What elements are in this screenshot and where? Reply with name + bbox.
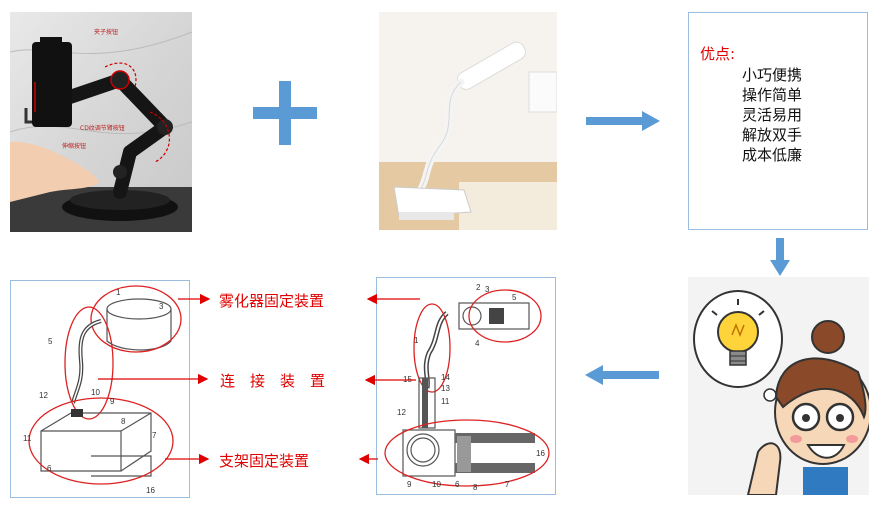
callout-clip-button: 夹子按钮 <box>94 28 118 36</box>
part-number: 5 <box>512 293 517 302</box>
arrow-left-icon <box>585 365 659 385</box>
advantage-item: 操作简单 <box>742 86 803 104</box>
callout-telescopic-button: 伸缩按钮 <box>62 142 86 150</box>
part-number: 6 <box>47 464 52 473</box>
part-number: 9 <box>407 480 412 489</box>
part-number: 3 <box>485 285 490 294</box>
part-number: 3 <box>159 302 164 311</box>
advantage-item: 解放双手 <box>742 126 803 144</box>
part-number: 2 <box>476 283 481 292</box>
part-number: 10 <box>91 388 100 397</box>
part-number: 11 <box>23 434 32 443</box>
part-number: 10 <box>432 480 441 489</box>
callout-arm-button: CD纹调节臂按钮 <box>80 124 125 132</box>
idea-cartoon <box>688 277 869 495</box>
part-number: 1 <box>116 288 121 297</box>
part-number: 9 <box>110 397 115 406</box>
part-number: 11 <box>441 397 450 406</box>
part-number: 6 <box>455 480 460 489</box>
advantages-box: 优点: 小巧便携 操作简单 灵活易用 解放双手 成本低廉 <box>688 12 868 230</box>
part-number: 5 <box>48 337 53 346</box>
advantage-item: 灵活易用 <box>742 106 803 124</box>
advantage-item: 成本低廉 <box>742 146 803 164</box>
part-number: 16 <box>536 449 545 458</box>
patent-drawing-side: 2 3 5 1 4 15 14 13 11 12 16 9 10 6 8 7 <box>376 277 556 495</box>
arrow-down-icon <box>770 238 790 276</box>
part-number: 1 <box>414 336 419 345</box>
label-connector: 连 接 装 置 <box>220 372 326 390</box>
plus-icon <box>253 81 317 145</box>
part-number: 7 <box>505 480 510 489</box>
advantages-title: 优点: <box>700 45 736 63</box>
part-number: 4 <box>475 339 480 348</box>
part-number: 8 <box>473 483 478 492</box>
desk-lamp-photo <box>379 12 557 230</box>
part-number: 14 <box>441 373 450 382</box>
patent-drawing-perspective: 1 3 5 12 10 9 8 11 6 7 16 <box>10 280 190 498</box>
part-number: 13 <box>441 384 450 393</box>
part-number: 16 <box>146 486 155 495</box>
part-number: 15 <box>403 375 412 384</box>
part-number: 12 <box>39 391 48 400</box>
part-number: 12 <box>397 408 406 417</box>
label-bracket-mount: 支架固定装置 <box>219 452 310 470</box>
advantages-list: 小巧便携 操作简单 灵活易用 解放双手 成本低廉 <box>742 65 802 165</box>
label-atomizer-mount: 雾化器固定装置 <box>219 292 325 310</box>
arrow-right-icon <box>586 111 660 131</box>
advantage-item: 小巧便携 <box>742 66 803 84</box>
part-number: 8 <box>121 417 126 426</box>
phone-holder-photo: 夹子按钮 CD纹调节臂按钮 伸缩按钮 <box>10 12 192 232</box>
part-number: 7 <box>152 431 157 440</box>
